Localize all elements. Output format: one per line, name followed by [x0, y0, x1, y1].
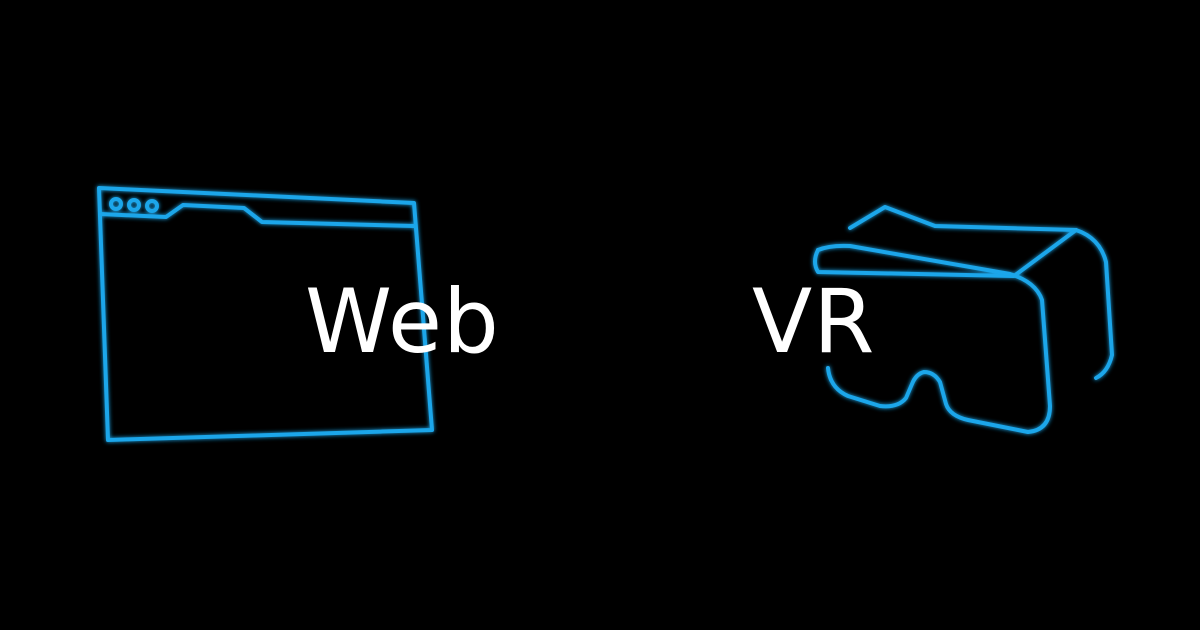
browser-window-icon	[97, 186, 434, 442]
window-dot-2	[127, 198, 141, 212]
window-dot-3	[145, 199, 159, 213]
headset-back-edge	[1074, 228, 1114, 380]
headline-web: Web	[305, 270, 500, 373]
headset-top-surface	[813, 228, 1078, 278]
window-dot-1	[109, 197, 123, 211]
headset-top-band	[848, 205, 1078, 232]
headset-front-face	[816, 243, 1052, 434]
vr-headset-icon	[813, 205, 1114, 434]
browser-frame	[97, 186, 434, 442]
browser-tab-bar	[98, 203, 416, 228]
headline-vr: VR	[752, 270, 876, 373]
